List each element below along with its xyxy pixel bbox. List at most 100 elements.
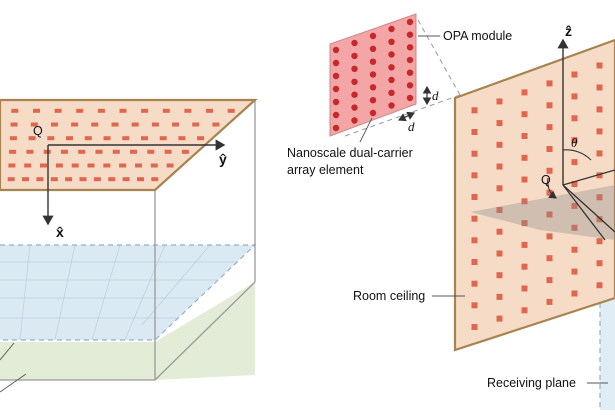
ceiling-array-element — [33, 108, 40, 113]
ceiling-array-element — [54, 108, 62, 113]
panel-array-element — [596, 194, 603, 201]
ceiling-array-element — [151, 122, 159, 127]
panel-array-element — [471, 150, 478, 157]
panel-array-element — [496, 272, 503, 279]
panel-array-element — [521, 285, 528, 292]
panel-array-element — [571, 115, 578, 122]
ceiling-array-element — [11, 108, 19, 113]
panel-array-element — [521, 263, 528, 270]
point-q-right: Q — [541, 173, 551, 187]
ceiling-array-element — [206, 108, 213, 113]
module-dots — [332, 18, 414, 132]
module-element-dot — [332, 85, 340, 93]
panel-array-element — [546, 298, 553, 305]
axis-z-label: ẑ — [565, 23, 572, 39]
panel-array-element — [496, 120, 503, 127]
ceiling-array-element — [166, 163, 174, 168]
panel-array-element — [521, 89, 528, 96]
room-floor — [0, 282, 255, 380]
panel-array-element — [546, 277, 553, 284]
panel-array-element — [546, 146, 553, 152]
module-element-dot — [351, 52, 358, 60]
point-q-left: Q — [33, 124, 43, 138]
ceiling-array-element — [40, 163, 47, 168]
module-element-dot — [369, 109, 377, 117]
ceiling-array-element — [24, 163, 32, 168]
panel-array-element — [546, 167, 553, 174]
ceiling-array-element — [122, 177, 130, 182]
panel-array-element — [471, 280, 478, 287]
theta-arc — [562, 149, 592, 161]
element-label-line2: array element — [287, 163, 364, 177]
ceiling-array-element — [7, 177, 15, 182]
panel-array-element — [521, 133, 528, 139]
panel-array-element — [496, 141, 503, 148]
spacing-d-vertical: d — [432, 88, 439, 103]
ceiling-array-element — [162, 108, 170, 113]
ceiling-array-element — [130, 149, 137, 154]
right-panel-view: ẑ θ Q OPA module d d Nanoscale dual-carr… — [287, 13, 615, 410]
ceiling-array-element — [22, 177, 29, 182]
ceiling-array-element — [43, 149, 51, 154]
module-element-dot — [369, 97, 377, 104]
panel-array-element — [571, 268, 578, 275]
module-element-dot — [332, 59, 340, 67]
module-element-dot — [406, 82, 414, 89]
ceiling-array-element — [111, 122, 119, 127]
panel-array-element — [546, 80, 553, 87]
module-element-dot — [369, 32, 377, 40]
ceiling-array-element — [91, 122, 99, 127]
module-element-dot — [332, 46, 340, 54]
leader-left-2 — [0, 373, 27, 393]
panel-array-element — [471, 107, 478, 114]
module-element-dot — [369, 45, 377, 52]
panel-array-element — [496, 250, 503, 257]
module-connector-bottom — [344, 94, 461, 137]
ceiling-array-element — [51, 122, 58, 127]
leader-left-1 — [0, 342, 15, 361]
panel-array-element — [546, 102, 553, 109]
ceiling-array-element — [36, 177, 44, 182]
ceiling-array-element — [227, 108, 235, 113]
ceiling-array-element — [26, 149, 34, 154]
ceiling-array-element — [9, 149, 17, 154]
ceiling-array-element — [65, 177, 73, 182]
module-element-dot — [388, 76, 395, 84]
panel-array-element — [571, 159, 578, 166]
module-element-dot — [351, 39, 358, 47]
panel-array-element — [596, 238, 603, 245]
ceiling-array-element — [178, 136, 186, 141]
ceiling-array-element — [150, 163, 158, 168]
receiving-plane-label: Receiving plane — [487, 376, 576, 390]
panel-array-element — [571, 224, 578, 231]
module-element-dot — [406, 31, 414, 38]
panel-array-element — [471, 302, 478, 309]
module-element-dot — [388, 102, 395, 109]
module-element-dot — [406, 56, 414, 64]
panel-array-element — [496, 315, 503, 322]
ceiling-array-element — [108, 177, 116, 182]
ceiling-array-element — [71, 122, 79, 127]
ceiling-array-element — [28, 136, 36, 141]
element-leader — [359, 117, 373, 143]
receiving-plane-grid — [0, 244, 237, 341]
ceiling-array-element — [192, 122, 200, 127]
receiving-plane-left — [0, 245, 255, 340]
panel-array-element — [571, 137, 578, 144]
panel-array-element — [471, 215, 478, 222]
panel-array-element — [596, 282, 603, 289]
panel-array-element — [571, 290, 578, 297]
ceiling-array-element — [141, 136, 148, 141]
module-element-dot — [388, 64, 395, 71]
ceiling-array-element — [66, 136, 73, 141]
panel-array-element — [571, 93, 578, 100]
panel-array-element — [496, 185, 503, 192]
ceiling-array-element — [71, 163, 79, 168]
module-element-dot — [388, 89, 395, 97]
ceiling-array-element — [181, 149, 189, 154]
module-element-dot — [332, 72, 340, 80]
panel-array-element — [596, 62, 603, 69]
panel-array-element — [521, 220, 528, 227]
panel-array-element — [521, 198, 528, 205]
